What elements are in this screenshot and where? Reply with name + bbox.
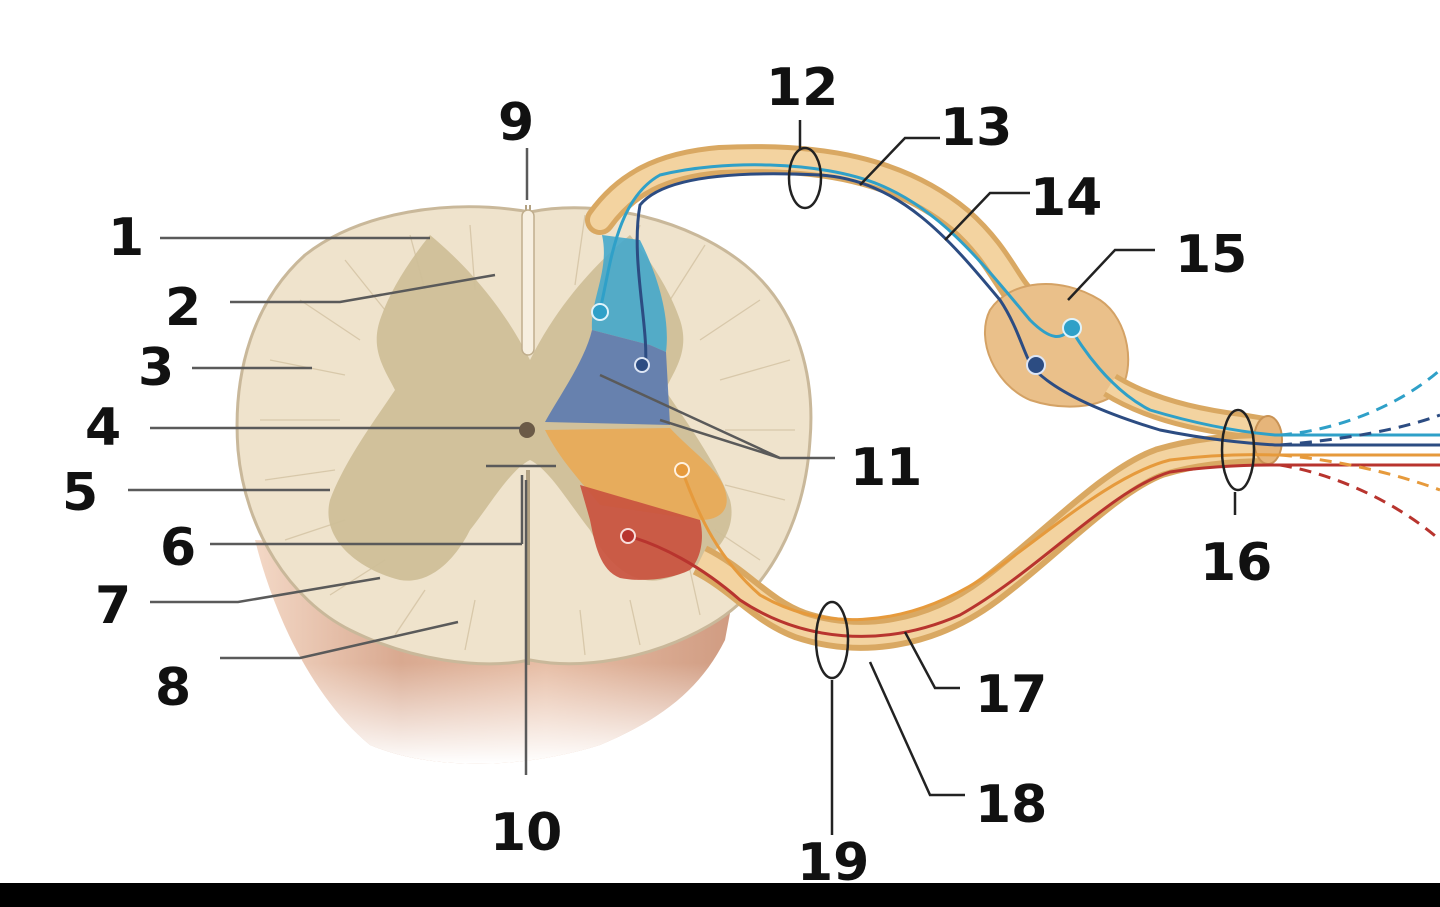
- neuron-cell-body: [674, 462, 690, 478]
- lateral-horn-visceral-motor: [545, 428, 727, 520]
- leader-lines: [128, 148, 835, 775]
- ganglion-cell-body: [1062, 318, 1082, 338]
- spinal-nerve-trunk-end: [1253, 415, 1283, 465]
- neuron-cell-body: [634, 357, 650, 373]
- label-2: 2: [165, 278, 201, 338]
- label-3: 3: [138, 338, 174, 398]
- label-15: 15: [1175, 225, 1247, 285]
- spinal-nerve: [585, 144, 1440, 651]
- label-7: 7: [95, 576, 131, 636]
- label-14: 14: [1030, 168, 1102, 228]
- label-8: 8: [155, 658, 191, 718]
- visceral-motor-fibre: [680, 453, 1440, 622]
- label-4: 4: [85, 398, 121, 458]
- label-6: 6: [160, 518, 196, 578]
- label-9: 9: [498, 93, 534, 153]
- somatic-motor-fibre: [627, 463, 1440, 638]
- ventral-horn-somatic-motor: [580, 485, 702, 580]
- somatic-sensory-fibre: [598, 163, 1440, 437]
- label-5: 5: [62, 463, 98, 523]
- visceral-sensory-fibre: [635, 172, 1440, 447]
- fibre-continuations: [1279, 368, 1440, 542]
- number-labels: 1 2 3 4 5 6 7 8 9 10 11 12 13 14 15 16 1…: [62, 58, 1272, 893]
- spinal-cord: [235, 205, 813, 764]
- label-11: 11: [850, 438, 922, 498]
- label-16: 16: [1200, 533, 1272, 593]
- label-12: 12: [766, 58, 838, 118]
- central-canal: [519, 422, 535, 438]
- label-18: 18: [975, 775, 1047, 835]
- ganglion-cell-body: [1026, 355, 1046, 375]
- label-13: 13: [940, 98, 1012, 158]
- bottom-bar: [0, 883, 1440, 907]
- nerve-leader-lines: [787, 120, 1256, 835]
- neuron-cell-body: [591, 303, 609, 321]
- neuron-cell-body: [620, 528, 636, 544]
- label-1: 1: [108, 208, 144, 268]
- label-10: 10: [490, 803, 562, 863]
- label-17: 17: [975, 665, 1047, 725]
